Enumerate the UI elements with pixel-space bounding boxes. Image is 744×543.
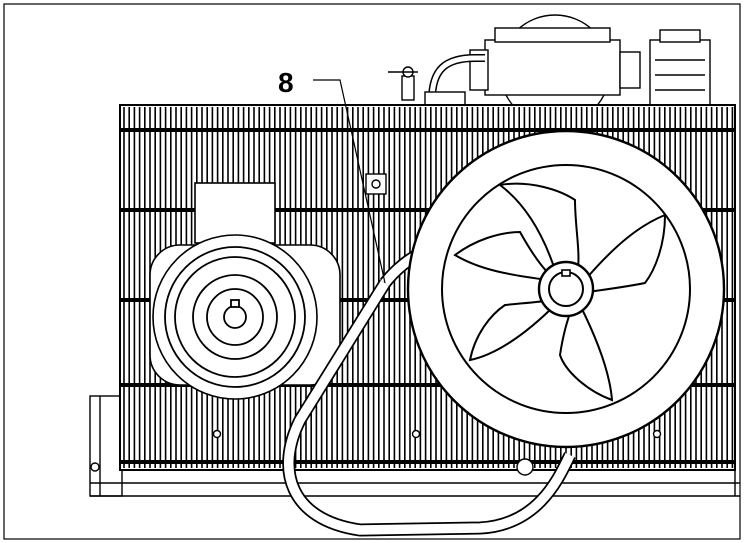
guard-bolts xyxy=(212,173,662,476)
callout-label: 8 xyxy=(278,67,294,98)
callout-leader xyxy=(313,79,386,284)
callout-8: 8 xyxy=(278,67,386,284)
drawing-frame xyxy=(3,3,741,540)
compressor-flywheel xyxy=(406,129,726,449)
motor-pulley xyxy=(164,246,306,388)
drive-belt xyxy=(282,247,576,537)
compressor-head xyxy=(388,14,711,126)
flywheel-spokes xyxy=(453,182,667,402)
